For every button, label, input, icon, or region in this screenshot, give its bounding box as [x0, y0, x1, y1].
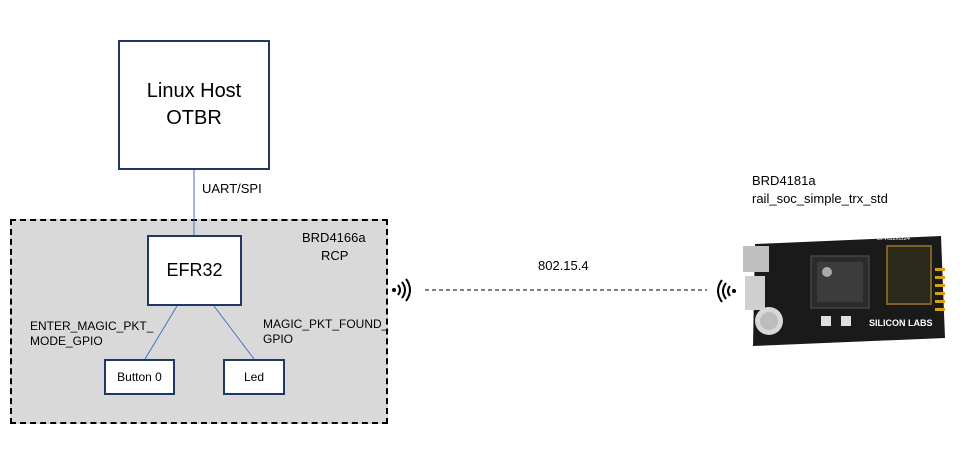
radio-link-line [425, 289, 707, 291]
wireless-signal-icon [392, 278, 411, 302]
wireless-signal-icon-remote [717, 279, 736, 303]
usb-connector [743, 246, 769, 272]
efr-to-led-line-inner [213, 305, 255, 360]
host-title: Linux Host [146, 80, 242, 102]
dev-board-image: SILICON LABS EFR32xG24 [743, 236, 945, 346]
enter-magic-gpio-label-1: ENTER_MAGIC_PKT_ [30, 319, 154, 333]
magic-found-gpio-label-1: MAGIC_PKT_FOUND_ [263, 317, 389, 331]
button-0-box: Button 0 [104, 359, 175, 395]
efr32-label: EFR32 [166, 260, 223, 280]
remote-board-label: BRD4181a [752, 173, 816, 188]
remote-app-label: rail_soc_simple_trx_std [752, 191, 888, 206]
radio-link-label: 802.15.4 [538, 258, 589, 273]
led-label: Led [243, 370, 265, 384]
button-0-label: Button 0 [117, 370, 162, 384]
board-logo-text: SILICON LABS [869, 318, 933, 328]
board-chip-text: EFR32xG24 [877, 236, 911, 242]
efr-to-button-line-inner [144, 305, 178, 360]
efr32-box: EFR32 [147, 235, 242, 306]
magic-found-gpio-label-2: GPIO [263, 332, 294, 346]
rcp-role-label: RCP [321, 248, 349, 263]
uart-spi-label: UART/SPI [202, 181, 262, 196]
host-subtitle: OTBR [166, 107, 222, 129]
enter-magic-gpio-label-2: MODE_GPIO [30, 334, 103, 348]
led-box: Led [223, 359, 285, 395]
linux-host-box: Linux Host OTBR [118, 40, 270, 170]
rcp-board-label: BRD4166a [302, 230, 366, 245]
